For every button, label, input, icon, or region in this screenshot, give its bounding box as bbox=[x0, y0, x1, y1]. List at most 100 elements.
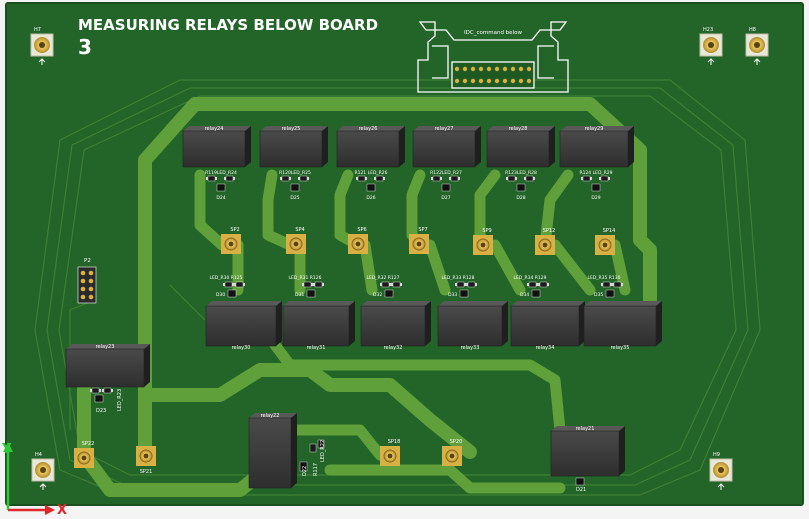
relay-relay25: relay25 bbox=[259, 126, 328, 168]
header-pin bbox=[80, 270, 86, 276]
pin-header-p2 bbox=[77, 266, 97, 304]
relay-relay21: relay21 bbox=[550, 426, 625, 477]
relay-label: relay33 bbox=[461, 345, 480, 351]
relay-relay28: relay28 bbox=[486, 126, 555, 168]
trace-14 bbox=[489, 239, 526, 296]
relay-relay34: relay34 bbox=[510, 301, 585, 351]
idc-pin bbox=[510, 66, 516, 72]
orientation-arrow-icon bbox=[753, 58, 761, 65]
hole-label: H7 bbox=[34, 27, 41, 33]
relay23-diode-label: D23 bbox=[96, 408, 106, 414]
y-axis-arrowhead bbox=[3, 442, 13, 452]
component-label: LED_R33 R128 bbox=[441, 275, 474, 281]
relay-relay35: relay35 bbox=[583, 301, 662, 351]
trace-19 bbox=[324, 464, 566, 494]
relay-relay22: relay22 bbox=[248, 413, 297, 489]
trace-16 bbox=[609, 239, 631, 296]
header-pin bbox=[80, 294, 86, 300]
idc-pin bbox=[478, 66, 484, 72]
relay-relay27: relay27 bbox=[412, 126, 481, 168]
orientation-arrow-icon bbox=[38, 58, 46, 65]
relay21-diode-label: D21 bbox=[576, 487, 586, 493]
component-label: R120LED_R25 bbox=[279, 170, 311, 176]
idc-pin bbox=[454, 78, 460, 84]
diode-label: D35 bbox=[594, 292, 603, 298]
hole-label: H9 bbox=[713, 452, 720, 458]
mounting-hole-H9: H9 bbox=[709, 452, 733, 490]
diode-label: D26 bbox=[366, 195, 375, 201]
testpoint-label: SP2 bbox=[230, 227, 239, 233]
mounting-hole-H23: H23 bbox=[699, 27, 723, 65]
relay-label: relay23 bbox=[96, 344, 115, 350]
diode-label: D34 bbox=[520, 292, 529, 298]
orientation-arrow-icon bbox=[707, 58, 715, 65]
diode-label: D28 bbox=[516, 195, 525, 201]
relay-relay26: relay26 bbox=[336, 126, 405, 168]
diode-label: D27 bbox=[441, 195, 450, 201]
component-label: LED_R31 R126 bbox=[288, 275, 321, 281]
relay-relay23: relay23 bbox=[65, 344, 150, 388]
idc-pin bbox=[502, 78, 508, 84]
idc-pin bbox=[526, 66, 532, 72]
relay-relay29: relay29 bbox=[559, 126, 634, 168]
testpoint-SP18: SP18 bbox=[380, 439, 400, 466]
testpoint-label: SP18 bbox=[388, 439, 401, 445]
board-title: MEASURING RELAYS BELOW BOARD bbox=[78, 16, 378, 34]
idc-pin-array bbox=[454, 66, 532, 84]
header-pin bbox=[88, 278, 94, 284]
trace-5 bbox=[262, 169, 296, 251]
board-subtitle: 3 bbox=[78, 35, 92, 59]
idc-pin bbox=[478, 78, 484, 84]
testpoint-label: SP4 bbox=[295, 227, 304, 233]
mounting-hole-H8: H8 bbox=[745, 27, 769, 65]
testpoint-SP14: SP14 bbox=[595, 228, 615, 255]
relay-label: relay29 bbox=[585, 126, 604, 132]
testpoint-SP21: SP21 bbox=[136, 446, 156, 475]
relay22-diode-label: D22 bbox=[302, 466, 308, 476]
relay23-led-label: LED_R23 bbox=[117, 389, 123, 411]
relay22-res-label: R117 bbox=[313, 463, 319, 476]
testpoint-SP7: SP7 bbox=[409, 227, 429, 254]
testpoint-label: SP22 bbox=[82, 441, 95, 447]
component-label: LED_R34 R129 bbox=[513, 275, 546, 281]
pcb-board bbox=[5, 2, 804, 506]
thin-traces bbox=[34, 79, 761, 496]
testpoint-label: SP14 bbox=[603, 228, 616, 234]
header-pin bbox=[88, 286, 94, 292]
diode-label: D31 bbox=[295, 292, 304, 298]
relay-label: relay21 bbox=[576, 426, 595, 432]
idc-pin bbox=[510, 78, 516, 84]
orientation-arrow-icon bbox=[717, 483, 725, 490]
testpoint-SP20: SP20 bbox=[442, 439, 462, 466]
relay-relay33: relay33 bbox=[437, 301, 508, 351]
hole-label: H23 bbox=[703, 27, 713, 33]
diode-label: D29 bbox=[591, 195, 600, 201]
relay-relay24: relay24 bbox=[182, 126, 251, 168]
hole-label: H4 bbox=[35, 452, 42, 458]
idc-pin bbox=[502, 66, 508, 72]
relay-label: relay30 bbox=[232, 345, 251, 351]
diode-label: D32 bbox=[373, 292, 382, 298]
relay-relay31: relay31 bbox=[282, 301, 355, 351]
diode-label: D33 bbox=[448, 292, 457, 298]
orientation-arrow-icon bbox=[39, 483, 47, 490]
testpoint-SP22: SP22 bbox=[74, 441, 94, 468]
pin-header-label: P2 bbox=[84, 258, 91, 264]
idc-pin bbox=[454, 66, 460, 72]
testpoint-SP9: SP9 bbox=[473, 228, 493, 255]
